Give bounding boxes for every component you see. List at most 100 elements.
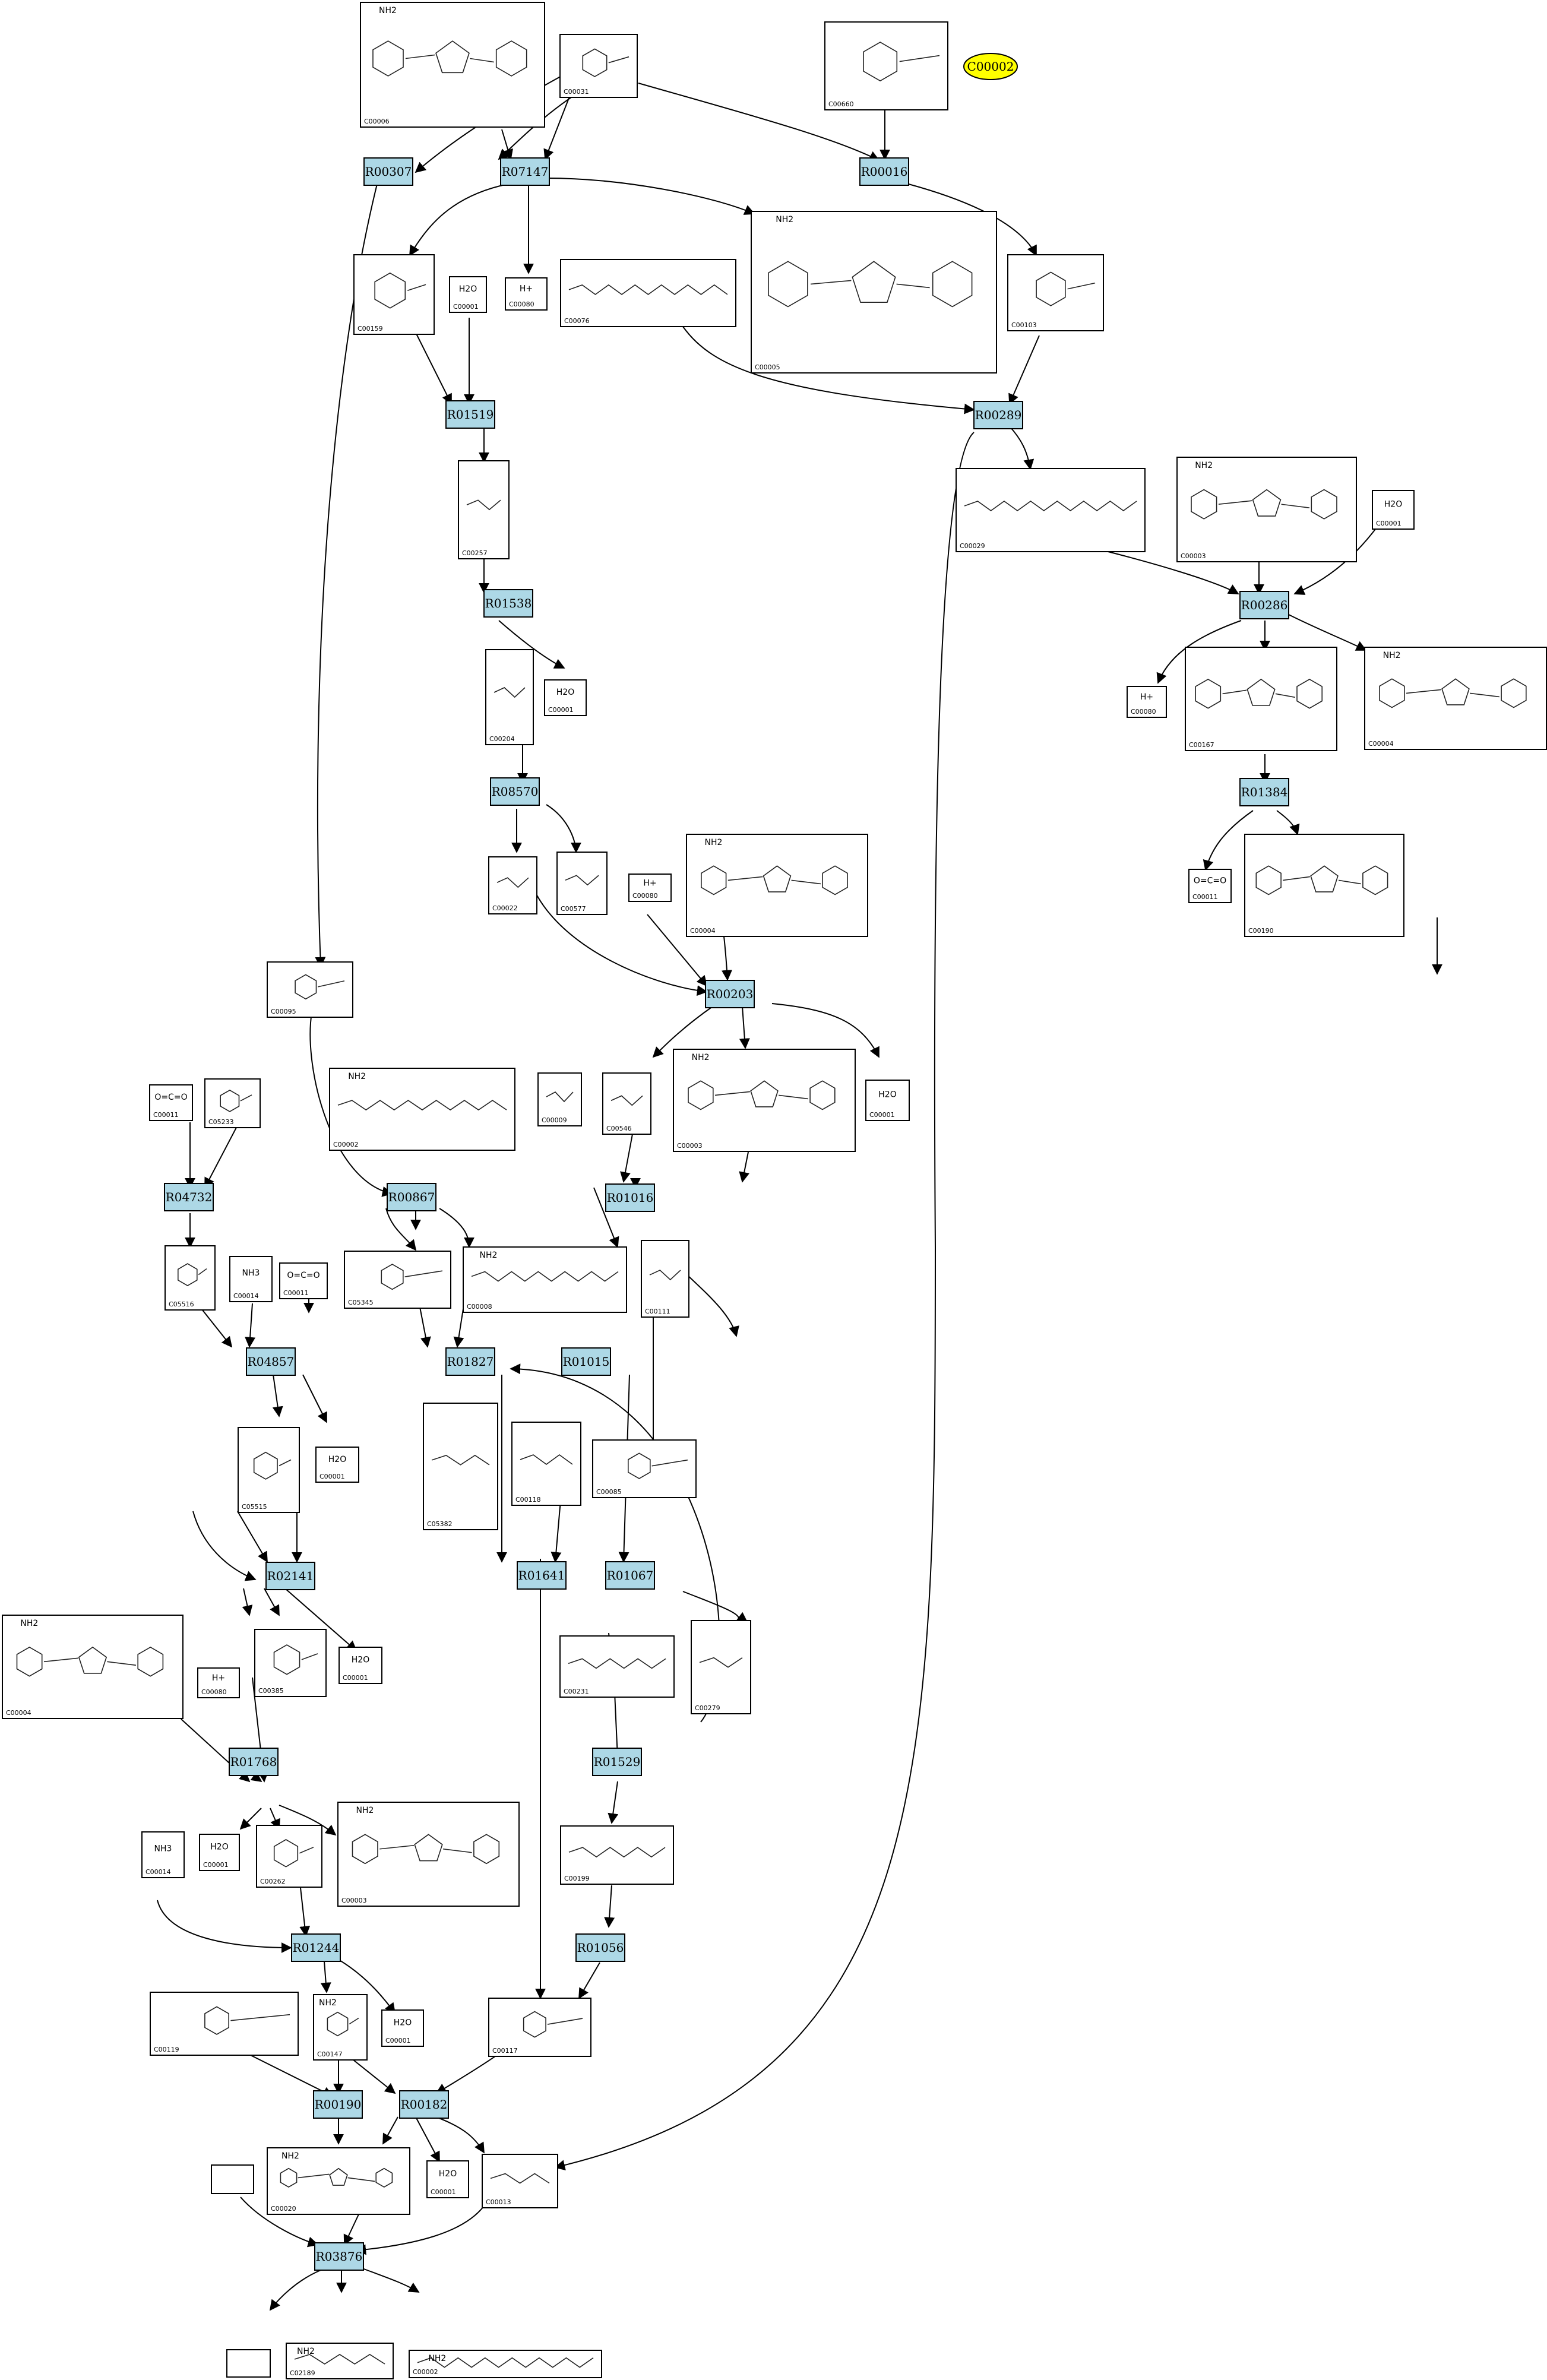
reaction-node[interactable]: R07147 [500, 157, 550, 186]
compound-node[interactable]: C00546 [602, 1072, 651, 1135]
compound-formula: H2O [210, 1843, 228, 1852]
compound-node[interactable]: C00660 [824, 21, 948, 110]
reaction-label: R00867 [388, 1190, 435, 1204]
compound-node[interactable]: C05515 [238, 1427, 300, 1513]
reaction-node[interactable]: R01056 [575, 1933, 625, 1962]
reaction-node[interactable]: R01538 [483, 589, 533, 618]
compound-node[interactable] [211, 2164, 254, 2194]
compound-node[interactable]: C05345 [344, 1251, 451, 1309]
compound-node[interactable]: C00029 [956, 468, 1146, 552]
compound-node[interactable]: C00031 [559, 34, 638, 98]
compound-node[interactable]: C00009 [537, 1072, 582, 1126]
compound-node[interactable]: C00199 [560, 1825, 674, 1885]
compound-node[interactable]: C00118 [511, 1422, 581, 1506]
compound-node[interactable]: C00262 [256, 1825, 322, 1888]
reaction-node[interactable]: R01519 [445, 400, 495, 429]
compound-node[interactable]: C00385 [254, 1629, 327, 1697]
compound-node[interactable]: C00022 [488, 856, 537, 914]
reaction-node[interactable]: R01016 [605, 1183, 655, 1212]
reaction-node[interactable]: R00203 [705, 980, 755, 1008]
compound-node[interactable]: C00103 [1007, 254, 1104, 331]
reaction-node[interactable]: R00307 [363, 157, 413, 186]
reaction-node[interactable]: R08570 [490, 777, 540, 806]
compound-node[interactable]: C05382 [423, 1403, 498, 1530]
reaction-node[interactable]: R01768 [229, 1748, 279, 1776]
compound-node[interactable]: H+C00080 [505, 277, 548, 311]
compound-node[interactable]: C00095 [267, 961, 353, 1018]
compound-node[interactable]: C05233 [204, 1078, 261, 1128]
compound-node[interactable]: C00577 [556, 852, 608, 915]
compound-node[interactable]: C00159 [353, 254, 435, 335]
reaction-node[interactable]: R03876 [314, 2242, 364, 2271]
reaction-node[interactable]: R00289 [973, 401, 1023, 429]
compound-id-label: C05516 [169, 1300, 194, 1308]
compound-node[interactable]: H+C00080 [197, 1667, 240, 1698]
compound-node[interactable]: C00076 [560, 259, 736, 327]
compound-node[interactable]: C00167 [1185, 647, 1337, 751]
reaction-node[interactable]: R01529 [592, 1748, 642, 1776]
compound-node[interactable]: C00279 [691, 1620, 751, 1714]
reaction-node[interactable]: R00190 [313, 2090, 363, 2119]
molecule-structure-icon [863, 42, 940, 82]
compound-node[interactable]: H+C00080 [1127, 686, 1167, 718]
molecule-structure-icon [220, 1089, 252, 1112]
compound-formula: H2O [1384, 499, 1402, 509]
reaction-node[interactable]: R01244 [291, 1933, 341, 1962]
molecule-structure-icon [280, 2167, 393, 2188]
reaction-node[interactable]: R00016 [859, 157, 909, 186]
compound-node[interactable]: C00204 [485, 649, 534, 745]
reaction-node[interactable]: R01641 [517, 1561, 567, 1590]
reaction-node[interactable]: R02141 [265, 1562, 315, 1590]
reaction-node[interactable]: R00182 [399, 2090, 449, 2119]
compound-node[interactable]: C00257 [458, 460, 510, 559]
compound-node[interactable]: H+C00080 [628, 873, 672, 902]
reaction-node[interactable]: R01827 [445, 1347, 495, 1376]
compound-node[interactable]: C00231 [559, 1635, 675, 1698]
reaction-node[interactable]: R04857 [246, 1347, 296, 1376]
compound-node[interactable]: C00190 [1244, 834, 1404, 937]
compound-id-label: C00080 [632, 892, 658, 900]
compound-node[interactable]: C05516 [164, 1245, 216, 1311]
compound-node[interactable]: C00117 [488, 1998, 591, 2057]
compound-node[interactable]: C00111 [641, 1240, 689, 1318]
compound-node[interactable] [226, 2349, 271, 2378]
compound-node[interactable]: C00119 [150, 1992, 299, 2056]
highlight-compound[interactable]: C00002 [963, 53, 1018, 80]
reaction-node[interactable]: R01015 [561, 1347, 611, 1376]
compound-node[interactable]: C00085 [592, 1439, 697, 1498]
reaction-node[interactable]: R01384 [1239, 778, 1289, 806]
reaction-node[interactable]: R00286 [1239, 591, 1289, 619]
reaction-node[interactable]: R01067 [605, 1561, 655, 1590]
reaction-node[interactable]: R04732 [164, 1183, 214, 1211]
compound-node[interactable]: C00013 [482, 2154, 558, 2208]
reaction-node[interactable]: R00867 [387, 1183, 436, 1211]
